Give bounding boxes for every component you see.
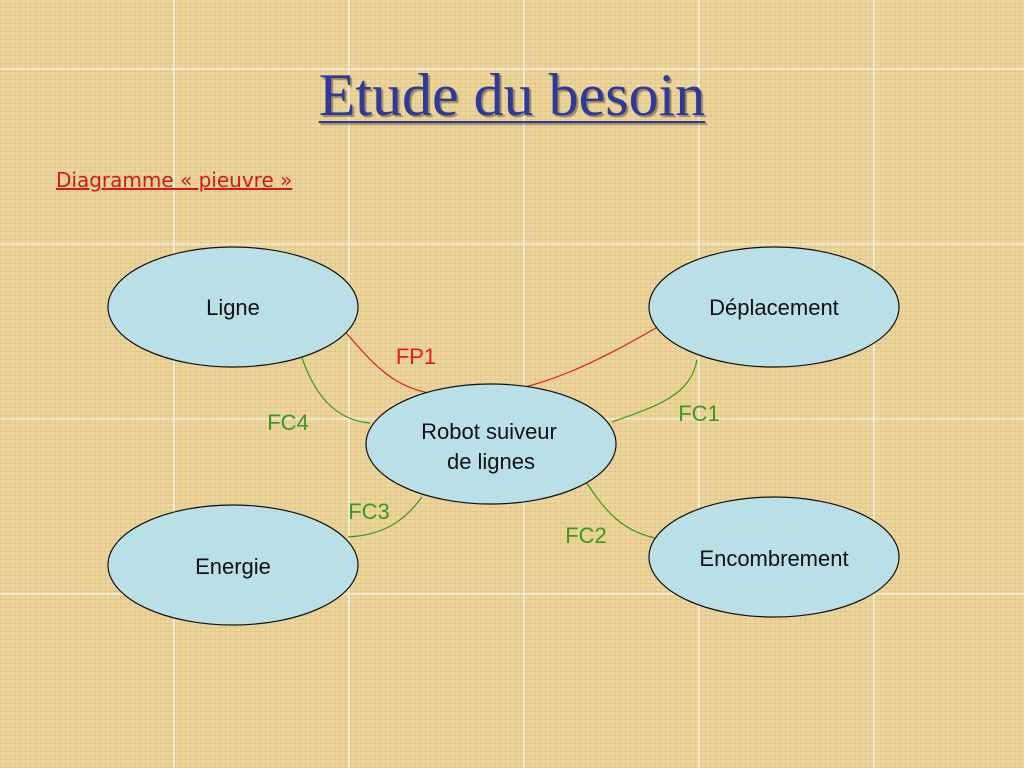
- node-center-label-line1: Robot suiveur: [421, 419, 557, 444]
- link-fc4-curve: [301, 357, 371, 424]
- node-energie-label: Energie: [195, 554, 271, 579]
- node-deplacement-label: Déplacement: [709, 295, 839, 320]
- link-fc2-curve: [585, 481, 656, 539]
- node-ligne-shape: [107, 246, 359, 368]
- link-fc4-label: FC4: [267, 410, 309, 435]
- link-fc3-curve: [347, 496, 423, 538]
- node-center-shape: [365, 383, 617, 505]
- link-fc3-label: FC3: [348, 499, 390, 524]
- node-deplacement: Déplacement: [648, 246, 900, 368]
- node-energie: Energie: [107, 504, 359, 626]
- node-center: Robot suiveur de lignes: [365, 383, 617, 505]
- slide-title: Etude du besoin: [318, 62, 706, 128]
- node-ligne: Ligne: [107, 246, 359, 368]
- link-fc1-curve: [611, 359, 698, 423]
- link-fc2-label: FC2: [565, 523, 607, 548]
- link-fp1-label: FP1: [396, 344, 436, 369]
- node-encombrement: Encombrement: [648, 496, 900, 618]
- node-energie-shape: [107, 504, 359, 626]
- node-deplacement-shape: [648, 246, 900, 368]
- link-fc1-label: FC1: [678, 401, 720, 426]
- node-encombrement-shape: [648, 496, 900, 618]
- diagram-subtitle: Diagramme « pieuvre »: [56, 168, 293, 192]
- node-center-label-line2: de lignes: [447, 449, 535, 474]
- node-ligne-label: Ligne: [206, 295, 260, 320]
- node-encombrement-label: Encombrement: [699, 546, 848, 571]
